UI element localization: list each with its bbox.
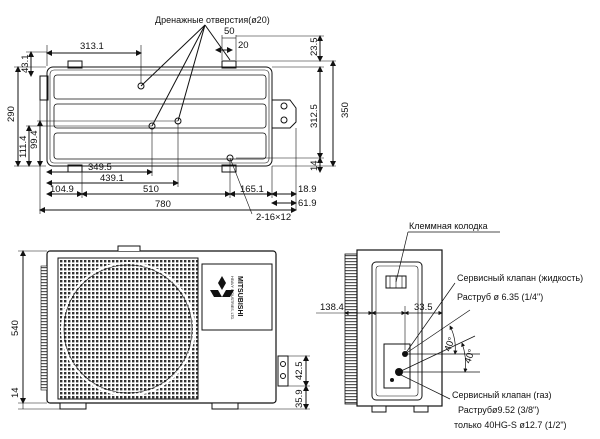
drain-leader [140,24,206,87]
fan-grille [57,257,199,400]
dim-99-4: 99.4 [29,131,40,150]
top-view-casing [46,66,273,167]
dim-138-4: 138.4 [320,302,344,313]
angle-40-b: 40° [462,348,477,365]
dim-20: 20 [238,40,249,51]
dim-111-4: 111.4 [18,136,29,158]
dim-42-5: 42.5 [294,362,305,381]
top-valve-circle [280,102,288,110]
dim-540: 540 [10,320,21,336]
side-view [316,231,500,413]
dim-290: 290 [6,106,17,122]
front-valve-cover [277,355,289,387]
gas-valve-label: Сервисный клапан (газ) [452,390,552,400]
front-view: MITSUBISHI HEAVY INDUSTRIES, LTD. [18,245,310,410]
top-pipe-stub [39,75,49,101]
valve-housing [383,343,411,389]
dim-780: 780 [155,199,171,210]
leader-gas [398,373,451,400]
leader-terminal [395,231,409,283]
top-foot [221,164,237,173]
leader-liquid [404,282,456,355]
dim-35-9: 35.9 [294,390,305,409]
dim-349-5: 349.5 [88,162,112,173]
dim-23-5: 23.5 [309,38,320,57]
top-grille-row-3 [53,132,267,160]
angle-40-a: 40° [442,336,457,353]
drain-leader [151,24,206,127]
top-view-inner-casing [49,69,270,164]
dim-14-front: 14 [10,387,21,398]
drain-leader [204,24,231,61]
dim-439-1: 439.1 [100,173,124,184]
dim-50: 50 [224,26,235,37]
front-handle [117,245,141,251]
dim-holes: 2-16×12 [256,212,291,223]
top-grille-row-2 [53,103,267,129]
fan-ring [61,262,195,396]
gas-flare-alt-label: только 40HG-S ø12.7 (1/2") [454,420,567,430]
drain-holes-label: Дренажные отверстия(ø20) [155,15,270,25]
dim-43-1: 43.1 [20,55,31,74]
top-valve-circle [280,116,288,124]
top-foot [67,60,83,69]
angle-arc [461,342,468,373]
angle-line [404,309,471,355]
dim-61-9: 61.9 [298,198,317,209]
side-fins [344,253,358,405]
dim-14: 14 [309,160,320,171]
dim-165-1: 165.1 [240,184,264,195]
side-foot [371,405,387,413]
terminal-block-label: Клеммная колодка [409,221,488,231]
dim-312-5: 312.5 [309,104,320,128]
drain-leader [177,24,206,122]
top-grille-row-1 [53,74,267,100]
dim-313-1: 313.1 [80,41,104,52]
top-valve-block [272,99,297,129]
fan-ring [63,264,193,394]
top-view [14,24,336,215]
brand-subtitle: HEAVY INDUSTRIES, LTD. [230,276,234,320]
liquid-valve-label: Сервисный клапан (жидкость) [457,273,583,283]
top-foot [221,60,237,69]
dim-510: 510 [143,184,159,195]
dim-104-9: 104.9 [50,184,74,195]
brand-name: MITSUBISHI [236,276,243,317]
dim-350: 350 [340,102,351,118]
front-foot [211,402,239,410]
front-side-fins [40,265,48,391]
logo-panel [201,263,273,331]
gas-flare-label: Раструбø9.52 (3/8") [458,405,539,415]
liquid-flare-label: Раструб ø 6.35 (1/4") [457,292,543,302]
dim-33-5: 33.5 [414,302,433,313]
dim-18-9: 18.9 [298,184,317,195]
front-foot [59,402,87,410]
mitsubishi-logo-icon [210,276,234,297]
angle-arc [449,325,458,355]
side-foot [413,405,429,413]
